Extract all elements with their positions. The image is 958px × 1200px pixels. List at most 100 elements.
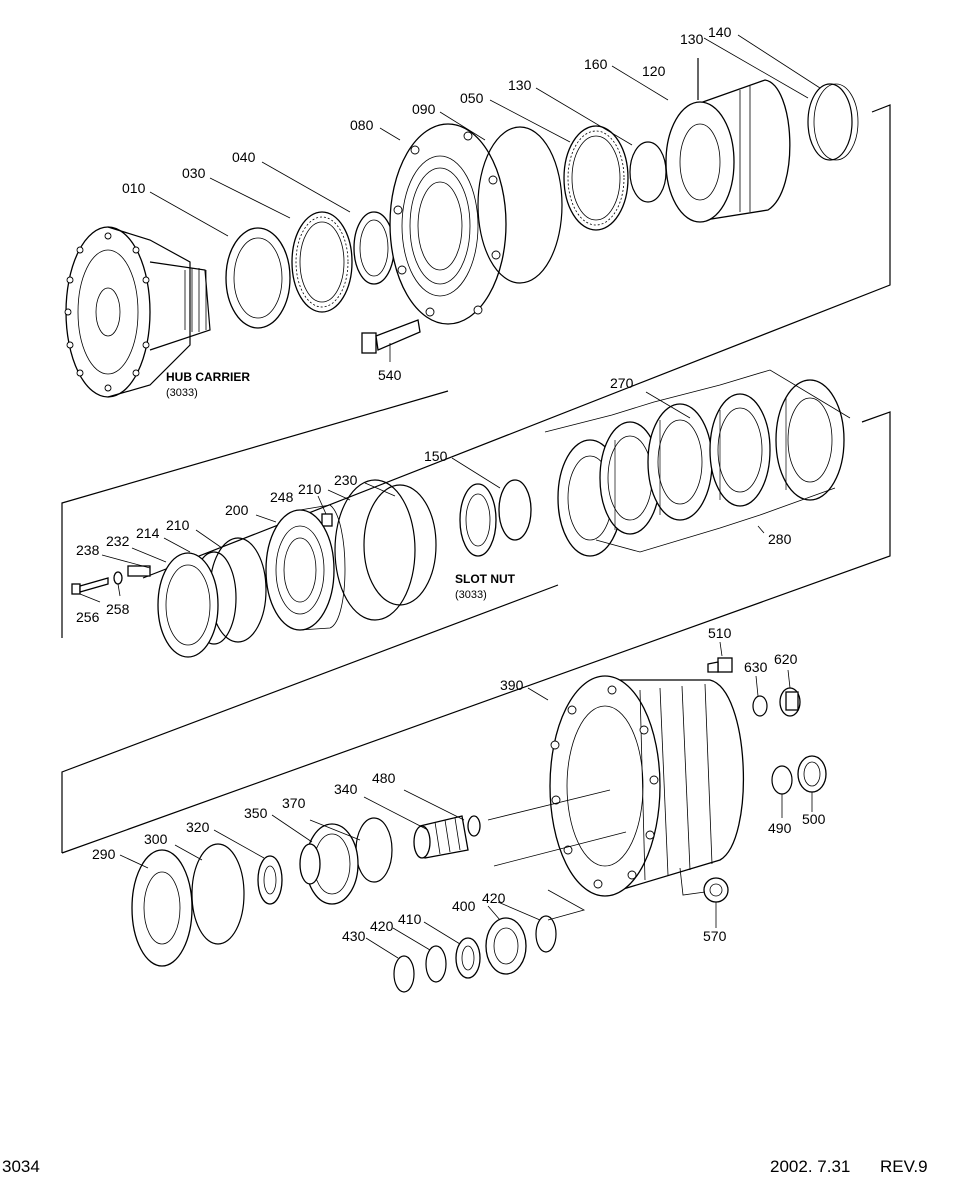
- label-540: 540: [378, 367, 402, 383]
- label-232: 232: [106, 533, 130, 549]
- leader-lines-section-2: [79, 457, 501, 603]
- label-420-left: 420: [370, 918, 394, 934]
- bearing-410: [455, 937, 481, 979]
- label-248: 248: [270, 489, 294, 505]
- label-300: 300: [144, 831, 168, 847]
- o-ring-630: [752, 695, 768, 717]
- washer-258: [113, 571, 123, 585]
- label-140: 140: [708, 24, 732, 40]
- spring-238: [127, 565, 151, 577]
- shaft-340: [413, 815, 469, 859]
- ring-300: [191, 843, 245, 945]
- label-214: 214: [136, 525, 160, 541]
- labels-section-2: 270 150 248 210 230 200 238 232 214 210 …: [76, 375, 792, 625]
- label-200: 200: [225, 502, 249, 518]
- hub-carrier-part: [64, 226, 211, 398]
- label-120: 120: [642, 63, 666, 79]
- label-510: 510: [708, 625, 732, 641]
- plug-620: [779, 687, 801, 717]
- slot-nut-ref: (3033): [455, 589, 487, 601]
- leader-lines-clutch: [544, 369, 851, 553]
- label-420-right: 420: [482, 890, 506, 906]
- label-620: 620: [774, 651, 798, 667]
- hub-housing-390: [549, 675, 745, 897]
- revision-number: REV.9: [880, 1157, 928, 1176]
- nut-570: [703, 877, 729, 903]
- ring-420-right: [535, 915, 557, 953]
- bearing-050: [563, 125, 629, 231]
- label-030: 030: [182, 165, 206, 181]
- label-280: 280: [768, 531, 792, 547]
- label-570: 570: [703, 928, 727, 944]
- section-1-frame: [142, 104, 891, 579]
- section-2-frame: [61, 390, 891, 854]
- footer: 3034 2002. 7.31 REV.9: [2, 1157, 928, 1176]
- label-040: 040: [232, 149, 256, 165]
- label-050: 050: [460, 90, 484, 106]
- plug-248: [321, 513, 333, 527]
- housing-080: [389, 123, 507, 325]
- labels-section-3: 510 630 620 390 480 340 370 350 320 300 …: [92, 625, 826, 944]
- thrust-washer-290: [131, 849, 193, 967]
- leader-lines-section-3: [119, 641, 813, 959]
- gear-350: [299, 823, 359, 905]
- label-090: 090: [412, 101, 436, 117]
- revision-date: 2002. 7.31: [770, 1157, 850, 1176]
- snap-ring-140: [807, 83, 859, 161]
- label-410: 410: [398, 911, 422, 927]
- o-ring-490: [771, 765, 793, 795]
- ring-420-left: [425, 945, 447, 983]
- label-270: 270: [610, 375, 634, 391]
- label-500: 500: [802, 811, 826, 827]
- label-480: 480: [372, 770, 396, 786]
- label-256: 256: [76, 609, 100, 625]
- label-400: 400: [452, 898, 476, 914]
- ring-370: [355, 817, 393, 883]
- label-290: 290: [92, 846, 116, 862]
- o-ring-130: [629, 141, 667, 203]
- label-150: 150: [424, 448, 448, 464]
- label-210-left: 210: [166, 517, 190, 533]
- label-210-right: 210: [298, 481, 322, 497]
- label-258: 258: [106, 601, 130, 617]
- cylinder-160: [665, 79, 791, 223]
- bolt-256: [71, 577, 109, 595]
- slot-nut-label: SLOT NUT: [455, 572, 516, 586]
- label-630: 630: [744, 659, 768, 675]
- hub-carrier-label: HUB CARRIER: [166, 370, 250, 384]
- label-130-upper: 130: [680, 31, 704, 47]
- plug-500: [797, 755, 827, 793]
- label-350: 350: [244, 805, 268, 821]
- bolt-540: [361, 319, 421, 354]
- o-ring-090: [477, 126, 563, 284]
- piston-200: [265, 504, 346, 631]
- label-390: 390: [500, 677, 524, 693]
- label-130-lower: 130: [508, 77, 532, 93]
- bearing-040: [291, 211, 353, 313]
- washer-320: [257, 855, 283, 905]
- label-010: 010: [122, 180, 146, 196]
- label-430: 430: [342, 928, 366, 944]
- label-238: 238: [76, 542, 100, 558]
- bolt-510: [707, 657, 733, 673]
- label-160: 160: [584, 56, 608, 72]
- label-230: 230: [334, 472, 358, 488]
- label-080: 080: [350, 117, 374, 133]
- clutch-disc-pack: [557, 379, 845, 557]
- race-050: [353, 211, 395, 285]
- snap-ring-480: [467, 815, 481, 837]
- plate-232: [157, 552, 219, 658]
- o-ring-210: [209, 537, 267, 643]
- leader-lines-section-1: [149, 34, 821, 362]
- labels-section-1: 010 030 040 080 090 050 130 160 120 130 …: [122, 24, 732, 383]
- seal-rings-210-230: [334, 479, 437, 621]
- page-number: 3034: [2, 1157, 40, 1176]
- gear-400: [485, 917, 527, 975]
- seal-030: [225, 227, 291, 329]
- label-490: 490: [768, 820, 792, 836]
- label-320: 320: [186, 819, 210, 835]
- slot-nut-150: [459, 479, 532, 557]
- label-370: 370: [282, 795, 306, 811]
- hub-carrier-ref: (3033): [166, 387, 198, 399]
